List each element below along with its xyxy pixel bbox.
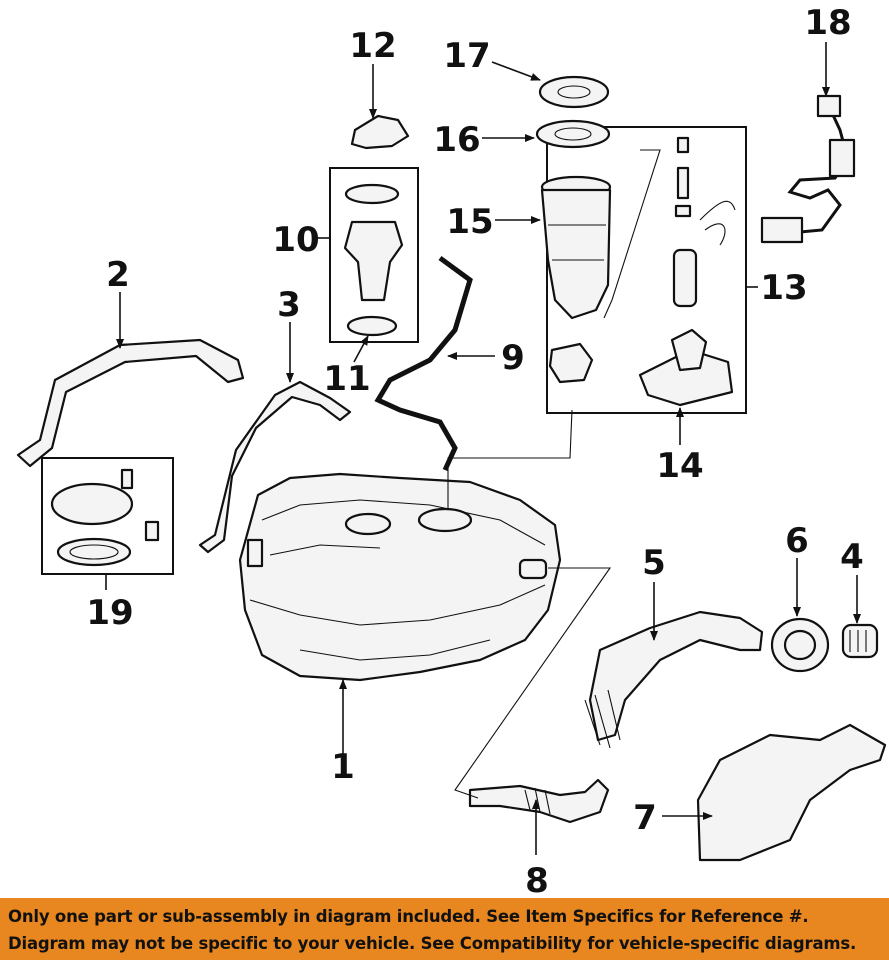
leader-arrows [105,42,861,855]
filler-hose-part [468,778,610,824]
callout-18: 18 [804,3,851,43]
tank-strap-2-part [16,338,245,468]
callout-19: 19 [86,593,133,633]
callout-7: 7 [633,798,657,838]
fuel-pump-part [343,183,404,337]
callout-17: 17 [443,36,490,76]
disclaimer-banner: Only one part or sub-assembly in diagram… [0,898,889,960]
tank-strap-3-part [198,380,352,554]
callout-12: 12 [349,26,396,66]
callout-8: 8 [525,861,549,898]
callout-13: 13 [760,268,807,308]
fuel-cap-part [841,623,879,659]
tank-to-sender-leader [447,409,573,510]
pump-internals-part [548,136,736,407]
disclaimer-line-1: Only one part or sub-assembly in diagram… [8,907,809,926]
filler-assembly-leader [454,567,612,799]
vent-hose-part [374,255,473,472]
sender-leader [603,149,661,319]
callout-16: 16 [433,120,480,160]
wiring-harness-part [760,94,856,244]
lock-ring-17-part [538,75,610,109]
callout-11: 11 [323,359,370,399]
fuel-tank-part [238,472,562,682]
gasket-kit-part [50,468,160,567]
filler-pipe-part [584,610,764,749]
callout-3: 3 [277,285,301,325]
callout-14: 14 [656,446,703,486]
callout-1: 1 [331,747,355,787]
filler-ring-part [770,617,830,673]
callout-5: 5 [642,543,666,583]
callout-6: 6 [785,521,809,561]
callout-15: 15 [446,202,493,242]
fuel-sender-part [540,175,612,320]
callout-9: 9 [501,338,525,378]
callout-10: 10 [272,220,319,260]
gasket-kit-box [41,457,174,575]
pump-group-box [329,167,419,343]
disclaimer-line-2: Diagram may not be specific to your vehi… [8,934,857,953]
fuel-system-parts-diagram: 1 2 3 4 5 6 7 8 9 10 11 12 13 14 15 16 1… [16,3,887,898]
callout-2: 2 [106,255,130,295]
connector-12-part [350,114,410,150]
pump-internals-box [546,126,747,414]
callout-4: 4 [840,537,864,577]
splash-shield-part [696,723,887,862]
gasket-16-part [535,119,611,149]
